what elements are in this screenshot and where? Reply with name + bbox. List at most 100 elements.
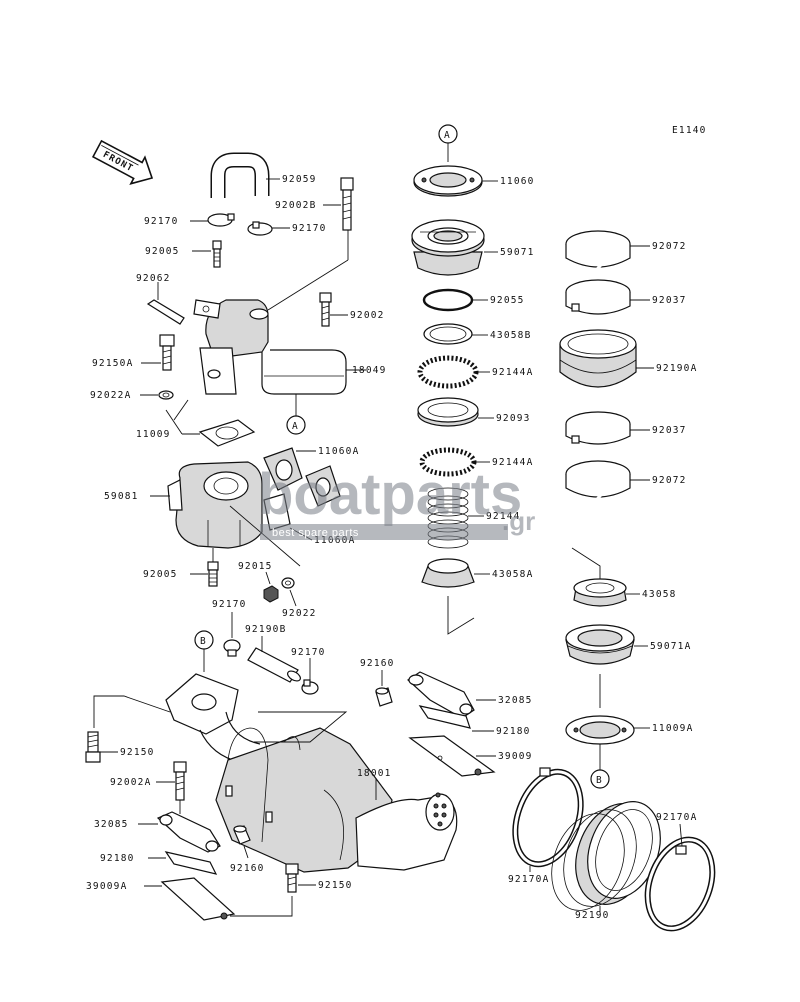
band-clamp-part <box>565 411 631 445</box>
stud-part <box>146 299 185 325</box>
plate-part <box>408 735 496 777</box>
collar-part <box>233 825 251 845</box>
flanged-ring-part <box>573 578 627 607</box>
part-label-11060A-top: 11060A <box>318 446 360 457</box>
part-label-11009: 11009 <box>136 429 171 440</box>
clamp-part <box>223 639 241 657</box>
clamp-part <box>207 213 235 227</box>
part-label-32085-left: 32085 <box>94 819 129 830</box>
part-label-92002B: 92002B <box>275 200 317 211</box>
front-arrow-icon: FRONT <box>91 139 154 185</box>
gasket-part <box>198 419 256 447</box>
exhaust-pipe-part <box>165 673 458 873</box>
hose-part <box>210 152 270 198</box>
part-label-92062: 92062 <box>136 273 171 284</box>
part-label-92180-right: 92180 <box>496 726 531 737</box>
fitting-part <box>212 240 222 268</box>
part-label-59081: 59081 <box>104 491 139 502</box>
part-label-18049: 18049 <box>352 365 387 376</box>
washer-part <box>158 390 174 400</box>
part-label-11060A-bottom: 11060A <box>314 535 356 546</box>
bolt-part <box>340 177 354 231</box>
part-label-92170-right: 92170 <box>292 223 327 234</box>
part-label-92002A: 92002A <box>110 777 152 788</box>
part-label-39009A: 39009A <box>86 881 128 892</box>
part-label-92170-left: 92170 <box>144 216 179 227</box>
part-label-92144: 92144 <box>486 511 521 522</box>
ref-circle-b-right <box>590 769 610 789</box>
part-label-92190A: 92190A <box>656 363 698 374</box>
part-label-92059: 92059 <box>282 174 317 185</box>
part-label-92160-bottom: 92160 <box>230 863 265 874</box>
diagram-code: E1140 <box>672 125 707 136</box>
part-label-92005-top: 92005 <box>145 246 180 257</box>
rubber-coupler-part <box>551 800 661 911</box>
split-ring-part <box>565 460 631 502</box>
part-label-92037-1: 92037 <box>652 295 687 306</box>
flange-part <box>565 624 635 665</box>
part-label-92093: 92093 <box>496 413 531 424</box>
part-label-43058B: 43058B <box>490 330 532 341</box>
part-label-92170A-left: 92170A <box>508 874 550 885</box>
part-label-92072-2: 92072 <box>652 475 687 486</box>
flanged-ring-part <box>421 558 475 588</box>
rubber-coupler-part <box>559 329 637 388</box>
part-label-92144A-2: 92144A <box>492 457 534 468</box>
part-label-43058: 43058 <box>642 589 677 600</box>
flange-gasket-part <box>413 165 483 197</box>
clamp-part <box>301 679 319 695</box>
ref-a-top-label: A <box>444 130 451 141</box>
band-clamp-part <box>565 279 631 315</box>
bracket-part <box>407 671 475 719</box>
split-ring-part <box>565 230 631 272</box>
part-label-92150-left: 92150 <box>120 747 155 758</box>
fitting-part <box>207 561 219 587</box>
part-label-92055: 92055 <box>490 295 525 306</box>
hose-sleeve-part <box>247 647 301 683</box>
part-label-92005-bottom: 92005 <box>143 569 178 580</box>
part-label-43058A: 43058A <box>492 569 534 580</box>
watermark-main: boatparts <box>258 462 522 527</box>
part-label-92170-mid2: 92170 <box>291 647 326 658</box>
ref-circle-a-mid <box>286 415 306 435</box>
part-label-92022A: 92022A <box>90 390 132 401</box>
part-label-92180-left: 92180 <box>100 853 135 864</box>
nut-part <box>263 585 279 603</box>
part-label-11060: 11060 <box>500 176 535 187</box>
part-label-59071A: 59071A <box>650 641 692 652</box>
flange-part <box>411 219 485 276</box>
part-label-92190B: 92190B <box>245 624 287 635</box>
part-label-92144A-1: 92144A <box>492 367 534 378</box>
part-label-92170A-right: 92170A <box>656 812 698 823</box>
part-label-92150-bottom: 92150 <box>318 880 353 891</box>
seal-ring-part <box>417 397 479 427</box>
cylinder-head-part <box>167 461 263 549</box>
bolt-part <box>319 292 332 327</box>
part-label-92150A: 92150A <box>92 358 134 369</box>
washer-part <box>281 577 295 589</box>
o-ring-part <box>422 288 474 312</box>
hose-clamp-part <box>512 767 584 868</box>
part-label-92190: 92190 <box>575 910 610 921</box>
bolt-part <box>159 334 175 371</box>
shim-part <box>418 705 471 729</box>
part-label-92072-1: 92072 <box>652 241 687 252</box>
gasket-plate-part <box>263 447 341 531</box>
bolt-part <box>285 863 299 893</box>
part-label-92160-top: 92160 <box>360 658 395 669</box>
plate-part <box>160 877 236 921</box>
ring-part <box>423 323 473 345</box>
part-label-92015: 92015 <box>238 561 273 572</box>
part-label-11009A: 11009A <box>652 723 694 734</box>
collar-part <box>375 687 393 707</box>
bolt-part <box>85 731 101 763</box>
ref-a-mid-label: A <box>292 421 299 432</box>
part-label-92170-mid: 92170 <box>212 599 247 610</box>
watermark-logo: boatparts .gr best spare parts <box>258 462 535 540</box>
part-label-59071: 59071 <box>500 247 535 258</box>
exhaust-manifold-part <box>193 299 347 395</box>
part-label-92037-2: 92037 <box>652 425 687 436</box>
ref-b-right-label: B <box>596 775 603 786</box>
part-label-32085-right: 32085 <box>498 695 533 706</box>
